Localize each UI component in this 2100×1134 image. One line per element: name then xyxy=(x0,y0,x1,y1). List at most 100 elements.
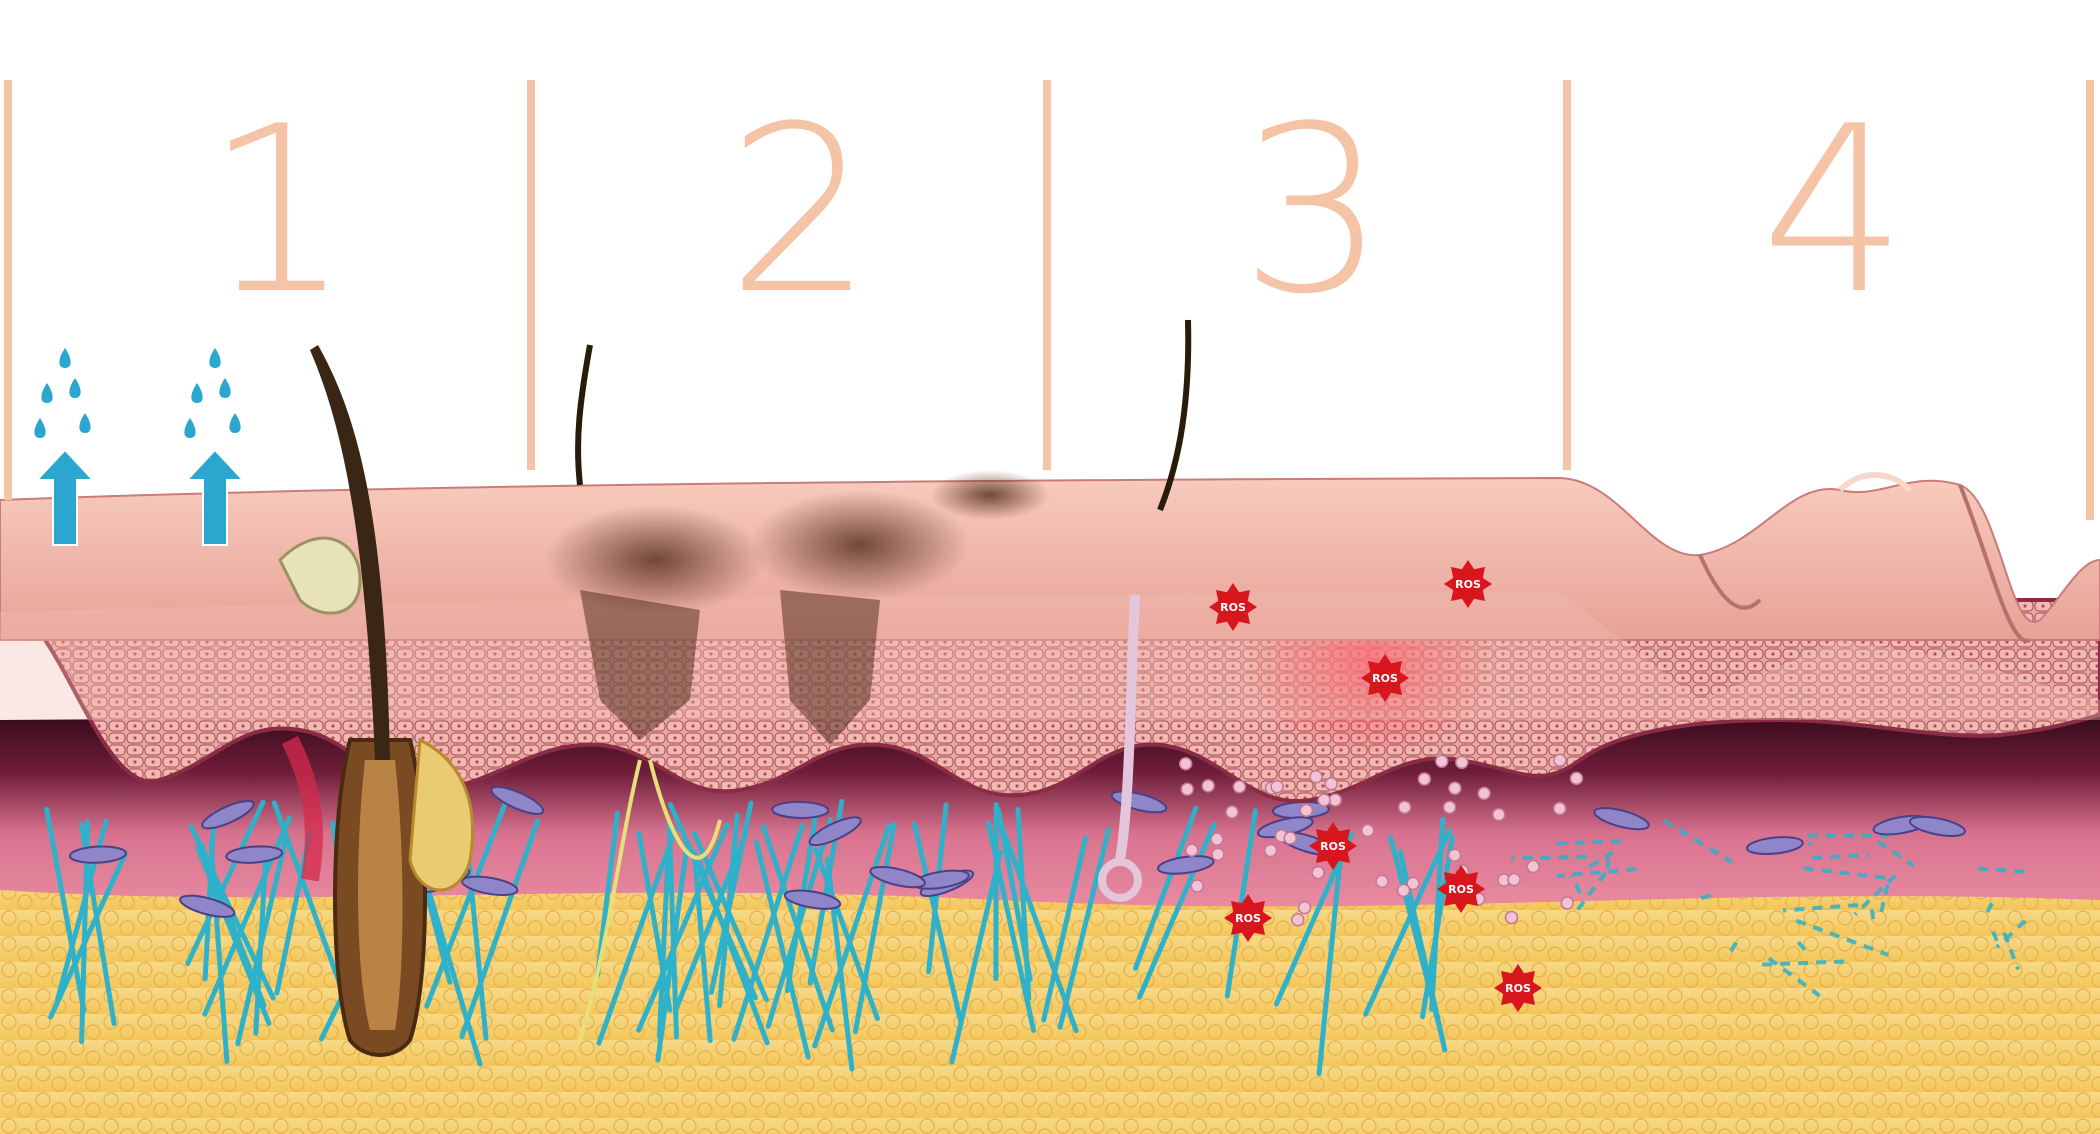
broken-collagen-fiber xyxy=(1876,839,1916,868)
elastin-particle xyxy=(1291,913,1305,927)
hair-shafts-short xyxy=(575,319,1192,512)
broken-collagen-fiber xyxy=(1569,874,1582,894)
ros-burst: ROS xyxy=(1209,583,1257,631)
ros-burst: ROS xyxy=(1224,894,1272,942)
elastin-particle xyxy=(1309,770,1323,784)
ros-label: ROS xyxy=(1448,883,1474,896)
panel-dividers xyxy=(4,80,2094,520)
elastin-particle xyxy=(1311,865,1325,880)
collagen-fiber xyxy=(813,847,880,1022)
elastin-particle xyxy=(1225,805,1239,819)
water-drop-icon xyxy=(69,378,81,398)
collagen-fiber xyxy=(1363,828,1452,1017)
ros-burst: ROS xyxy=(1361,654,1409,702)
water-drop-icon xyxy=(191,383,203,403)
ros-label: ROS xyxy=(1455,578,1481,591)
ros-burst-icon xyxy=(1309,822,1357,870)
panel-numbers: 1 2 3 4 xyxy=(205,78,1907,345)
elastin-particle xyxy=(1552,801,1567,816)
elastin-particle xyxy=(1211,847,1225,862)
elastin-particle xyxy=(1178,756,1193,771)
broken-collagen-fiber xyxy=(1807,841,1812,846)
broken-collagen-fiber xyxy=(1995,919,2027,949)
ros-burst-icon xyxy=(1494,964,1542,1012)
sweat-gland xyxy=(1098,594,1142,902)
water-drop-icon xyxy=(184,418,196,438)
panel-4-number: 4 xyxy=(1761,78,1907,345)
ros-label: ROS xyxy=(1235,912,1261,925)
elastin-particle xyxy=(1447,848,1462,862)
fibroblast-cell xyxy=(461,875,519,896)
broken-collagen-fiber xyxy=(1761,959,1845,967)
collagen-fiber xyxy=(1316,854,1343,1077)
collagen-fiber xyxy=(666,820,679,1040)
collagen-fiber xyxy=(424,799,509,1009)
elastin-particle xyxy=(1317,793,1331,807)
collagen-fibers xyxy=(44,798,2027,1077)
elastin-particle xyxy=(1553,753,1567,768)
elastin-particle xyxy=(1442,800,1457,815)
elastin-particle xyxy=(1396,883,1411,898)
water-drop-icon xyxy=(34,418,46,438)
collagen-fiber xyxy=(852,822,897,1035)
elastin-particle xyxy=(1283,831,1297,845)
fibroblast-cell xyxy=(201,800,255,830)
elastin-particle xyxy=(1180,782,1195,796)
ros-burst: ROS xyxy=(1309,822,1357,870)
collagen-fiber xyxy=(1420,834,1455,1020)
collagen-fiber xyxy=(208,840,230,1064)
ros-burst: ROS xyxy=(1437,865,1485,913)
elastin-particle xyxy=(1190,879,1205,893)
elastin-particle xyxy=(1526,859,1540,874)
ros-burst-icon xyxy=(1209,583,1257,631)
collagen-fiber xyxy=(48,850,129,1020)
water-drop-icon xyxy=(219,378,231,398)
broken-collagen-fiber xyxy=(1973,866,2025,874)
broken-collagen-fiber xyxy=(1662,818,1733,864)
elastin-particle xyxy=(1297,900,1312,915)
broken-collagen-fiber xyxy=(1991,930,2001,946)
collagen-fiber xyxy=(985,820,1037,1033)
ros-label: ROS xyxy=(1505,982,1531,995)
collagen-fiber xyxy=(185,799,266,967)
ros-burst-icon xyxy=(1361,654,1409,702)
ros-burst-icon xyxy=(1437,865,1485,913)
elastin-particle xyxy=(1492,807,1506,822)
ros-label: ROS xyxy=(1372,672,1398,685)
water-drop-icon xyxy=(229,413,241,433)
broken-collagen-fiber xyxy=(1700,891,1716,901)
subcutaneous-fat-layer xyxy=(0,880,2100,1134)
elastin-particle xyxy=(1328,793,1343,807)
elastin-particle xyxy=(1375,874,1389,889)
broken-collagen-fiber xyxy=(1791,935,1807,951)
elastin-particle xyxy=(1504,910,1519,925)
broken-collagen-fiber xyxy=(1511,854,1587,861)
fibroblast-cell xyxy=(1746,836,1804,856)
collagen-fiber xyxy=(459,818,541,1040)
elastin-particle xyxy=(1201,779,1215,793)
collagen-fiber xyxy=(44,806,87,1014)
water-drop-icon xyxy=(79,413,91,433)
panel-3-number: 3 xyxy=(1240,78,1386,345)
ros-bursts: ROS ROS ROS ROS ROS ROS ROS xyxy=(1209,560,1542,1012)
collagen-fiber xyxy=(656,847,671,1040)
collagen-fiber xyxy=(691,849,713,1043)
water-drop-icon xyxy=(59,348,71,368)
fibroblast-cell xyxy=(808,816,862,847)
ros-label: ROS xyxy=(1220,601,1246,614)
elastin-particle xyxy=(1232,780,1247,794)
water-loss-indicators xyxy=(34,348,246,546)
fibroblast-cell xyxy=(783,889,842,910)
collagen-fiber xyxy=(691,830,769,1002)
broken-collagen-fiber xyxy=(1556,867,1637,878)
broken-collagen-fiber xyxy=(1802,866,1886,880)
collagen-fiber xyxy=(949,849,1003,1065)
nerve-fibers xyxy=(578,759,722,1041)
collagen-fiber xyxy=(911,821,964,1026)
broken-collagen-fiber xyxy=(1726,941,1738,957)
collagen-fiber xyxy=(1041,835,1088,1023)
broken-collagen-fiber xyxy=(1869,906,1876,920)
hair-shaft xyxy=(310,345,390,760)
fibroblast-cell xyxy=(1156,855,1215,875)
